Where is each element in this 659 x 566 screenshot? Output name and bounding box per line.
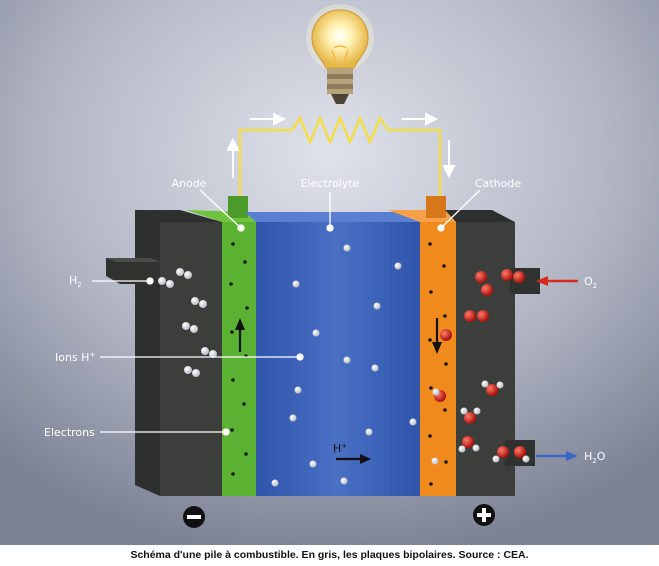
- anode-layer: [186, 196, 256, 496]
- oxygen-inlet-arrow: [536, 276, 578, 286]
- figure-caption: Schéma d'une pile à combustible. En gris…: [0, 545, 659, 566]
- oxygen-molecules: [434, 269, 525, 402]
- current-arrows: [226, 112, 456, 179]
- electrons-label: Electrons: [44, 426, 95, 439]
- electrolyte-label: Electrolyte: [301, 177, 360, 190]
- water-outlet-arrow: [536, 451, 578, 461]
- fuel-cell-diagram: Anode Electrolyte Cathode H2 O2 Ions H+ …: [0, 0, 659, 545]
- external-circuit: [238, 114, 442, 200]
- proton-flow-label: H+: [333, 442, 347, 455]
- cathode-downward-arrow: [432, 318, 442, 354]
- oxygen-input-label: O2: [584, 275, 597, 290]
- light-bulb-icon: [306, 4, 374, 104]
- water-output-label: H2O: [584, 450, 606, 465]
- resistor-icon: [290, 114, 390, 146]
- minus-circle-icon: −: [183, 506, 205, 528]
- ions-label: Ions H+: [55, 351, 95, 364]
- electron-dots: [229, 242, 448, 486]
- electrolyte-layer: [245, 212, 425, 496]
- bipolar-plate-left: [106, 210, 222, 496]
- anode-upward-arrow: [235, 318, 245, 352]
- cathode-label: Cathode: [475, 177, 521, 190]
- water-molecules: [432, 380, 530, 463]
- hydrogen-input-label: H2: [69, 274, 82, 289]
- proton-flow-arrow: [336, 454, 371, 464]
- plus-circle-icon: +: [473, 504, 495, 526]
- anode-label: Anode: [172, 177, 207, 190]
- proton-particles: [271, 244, 439, 487]
- hydrogen-molecules: [158, 268, 217, 377]
- cathode-layer: [388, 196, 456, 496]
- leader-lines: [92, 189, 481, 436]
